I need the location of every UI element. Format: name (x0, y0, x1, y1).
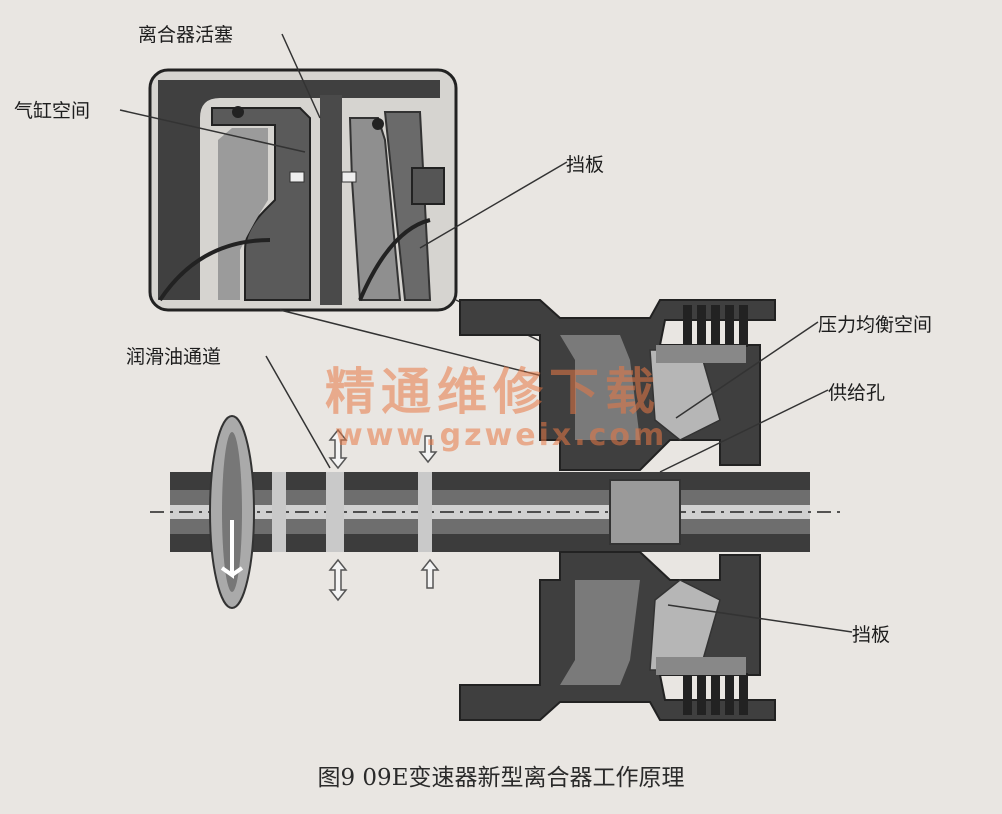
clutch-piston-label: 离合器活塞 (138, 24, 234, 46)
lube-channel-label: 润滑油通道 (126, 346, 222, 368)
watermark-title: 精通维修下载 (325, 363, 661, 421)
baffle-top-label: 挡板 (566, 154, 605, 176)
main-shaft (150, 472, 840, 552)
cylinder-space-label: 气缸空间 (14, 100, 91, 122)
clutch-housing-lower (459, 551, 776, 721)
inset-magnified-view (148, 68, 458, 312)
supply-hole-label: 供给孔 (828, 382, 886, 404)
oil-flow-arrows (328, 428, 440, 602)
leader-lines (119, 33, 853, 633)
baffle-bottom-label: 挡板 (852, 624, 891, 646)
clutch-housing-upper (459, 299, 776, 471)
figure-caption: 图9 09E变速器新型离合器工作原理 (317, 765, 685, 791)
pressure-balance-space-label: 压力均衡空间 (818, 314, 933, 336)
rotation-disk (209, 415, 255, 609)
watermark-url: www.gzweix.com (335, 418, 668, 453)
